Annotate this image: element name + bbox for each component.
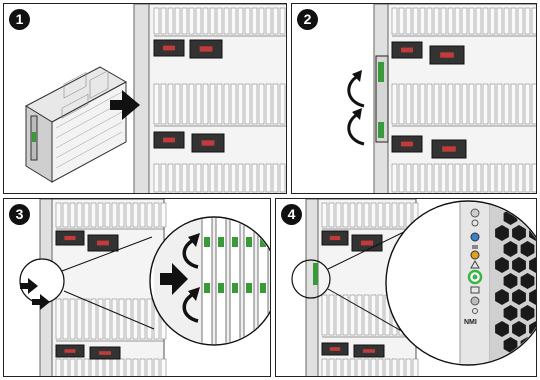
step-3-panel: 3 — [3, 198, 271, 377]
step-1-badge: 1 — [9, 9, 30, 30]
chassis — [133, 4, 286, 193]
rotate-arrow-icon — [347, 74, 365, 146]
detail-callout-large — [385, 200, 536, 366]
step-3-badge: 3 — [9, 204, 30, 225]
arrow-right-icon — [160, 263, 188, 295]
chassis — [373, 4, 536, 193]
detail-callout-small — [291, 259, 331, 299]
step-3-illustration — [19, 199, 270, 376]
server-blade-ejector — [375, 55, 389, 143]
arrow-right-icon — [110, 90, 140, 120]
step-4-badge: 4 — [281, 204, 302, 225]
detail-callout-large — [149, 216, 270, 346]
step-2-panel: 2 — [291, 3, 537, 194]
step-1-panel: 1 — [3, 3, 287, 194]
nmi-label: NMI — [464, 319, 477, 326]
step-1-illustration — [24, 4, 286, 193]
step-4-illustration — [291, 199, 536, 376]
chassis — [39, 199, 167, 376]
led-indicator-icon — [467, 208, 483, 314]
step-4-panel: 4 — [275, 198, 537, 377]
server-blade — [24, 66, 128, 183]
step-2-illustration — [347, 4, 536, 193]
step-2-badge: 2 — [297, 9, 318, 30]
